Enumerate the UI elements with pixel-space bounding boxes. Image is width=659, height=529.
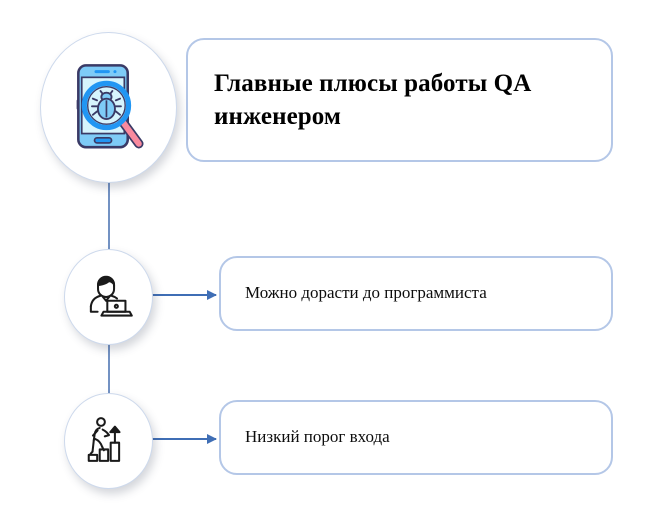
item-box-2: Низкий порог входа (219, 400, 613, 475)
header-icon-circle (40, 32, 177, 183)
mobile-bug-magnifier-icon (76, 63, 143, 148)
person-with-laptop-icon (89, 275, 133, 317)
connector-line-item1-to-item2 (108, 330, 110, 410)
item-icon-circle-1 (64, 249, 153, 345)
item-label-2: Низкий порог входа (245, 427, 390, 447)
header-box: Главные плюсы работы QA инженером (186, 38, 613, 162)
connector-arrow-item1 (144, 290, 217, 300)
page-title: Главные плюсы работы QA инженером (214, 70, 530, 130)
career-growth-steps-icon (87, 417, 121, 462)
connector-line-main-to-item1 (108, 180, 110, 258)
connector-arrow-item2 (144, 434, 217, 444)
item-box-1: Можно дорасти до программиста (219, 256, 613, 331)
item-icon-circle-2 (64, 393, 153, 489)
item-label-1: Можно дорасти до программиста (245, 283, 487, 303)
